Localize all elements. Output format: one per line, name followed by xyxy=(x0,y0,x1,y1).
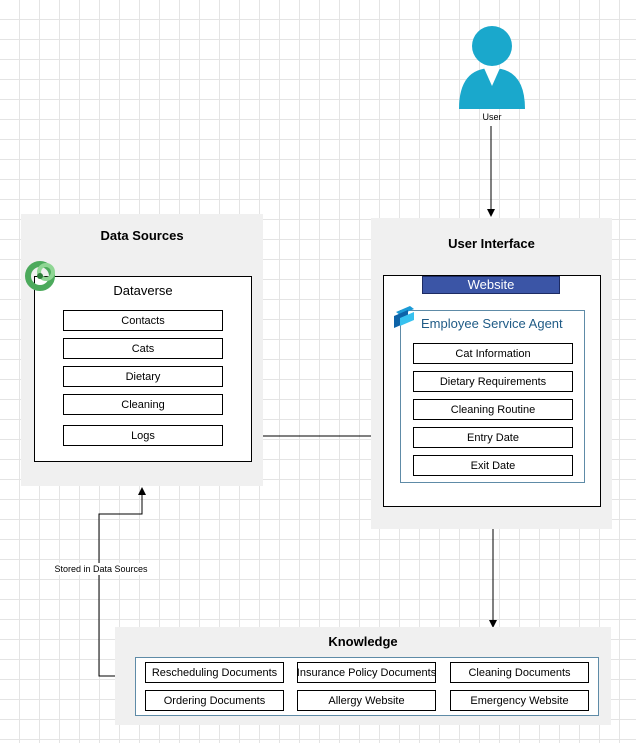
topic-entry-date[interactable]: Entry Date xyxy=(413,427,573,448)
data-sources-title: Data Sources xyxy=(100,228,184,243)
topic-dietary-requirements[interactable]: Dietary Requirements xyxy=(413,371,573,392)
knowledge-title: Knowledge xyxy=(328,634,398,649)
knowledge-allergy-website[interactable]: Allergy Website xyxy=(297,690,436,711)
agent-frame xyxy=(400,310,585,483)
knowledge-emergency-website[interactable]: Emergency Website xyxy=(450,690,589,711)
user-icon xyxy=(459,26,525,109)
table-logs[interactable]: Logs xyxy=(63,425,223,446)
table-dietary[interactable]: Dietary xyxy=(63,366,223,387)
topic-cat-information[interactable]: Cat Information xyxy=(413,343,573,364)
knowledge-rescheduling-documents[interactable]: Rescheduling Documents xyxy=(145,662,284,683)
knowledge-insurance-policy-documents[interactable]: Insurance Policy Documents xyxy=(297,662,436,683)
table-cats[interactable]: Cats xyxy=(63,338,223,359)
user-interface-title: User Interface xyxy=(448,236,535,251)
topic-cleaning-routine[interactable]: Cleaning Routine xyxy=(413,399,573,420)
table-cleaning[interactable]: Cleaning xyxy=(63,394,223,415)
table-contacts[interactable]: Contacts xyxy=(63,310,223,331)
topic-exit-date[interactable]: Exit Date xyxy=(413,455,573,476)
agent-title: Employee Service Agent xyxy=(421,316,563,331)
user-actor[interactable]: User xyxy=(455,22,529,126)
website-banner[interactable]: Website xyxy=(422,276,560,294)
user-label: User xyxy=(482,112,502,122)
knowledge-ordering-documents[interactable]: Ordering Documents xyxy=(145,690,284,711)
knowledge-cleaning-documents[interactable]: Cleaning Documents xyxy=(450,662,589,683)
dataverse-title: Dataverse xyxy=(113,283,173,298)
connector-label: Stored in Data Sources xyxy=(50,563,152,575)
knowledge-to-data-sources-arrow xyxy=(98,487,146,677)
